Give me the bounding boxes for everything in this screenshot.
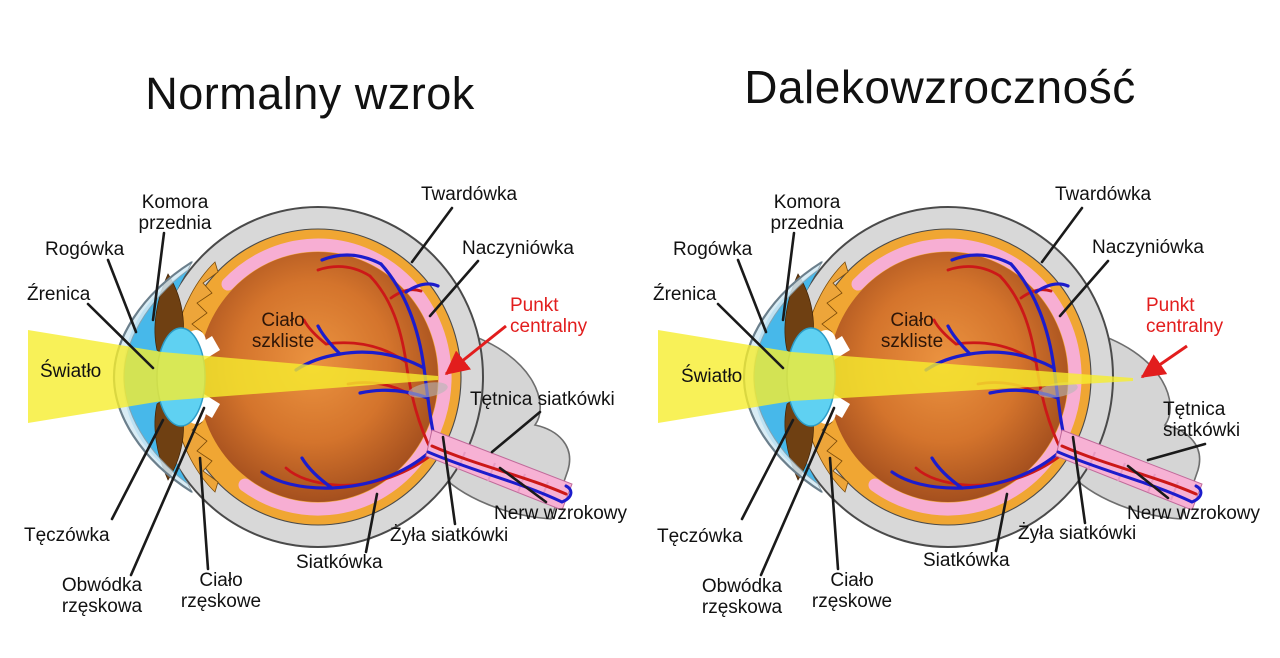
label-zrenica: Źrenica bbox=[653, 284, 717, 305]
label-tetnica-siatkowki: Tętnica siatkówki bbox=[1163, 399, 1241, 442]
label-cialo-rzeskowe: Ciało rzęskowe bbox=[180, 570, 262, 613]
light-beam-left bbox=[28, 330, 438, 423]
label-cialo-szkliste: Ciało szkliste bbox=[251, 310, 315, 353]
label-punkt-centralny: Punkt centralny bbox=[510, 295, 588, 338]
label-cialo-rzeskowe: Ciało rzęskowe bbox=[811, 570, 893, 613]
label-komora-przednia: Komora przednia bbox=[770, 192, 844, 235]
label-naczyniowka: Naczyniówka bbox=[1092, 237, 1204, 258]
title-normal-vision: Normalny wzrok bbox=[145, 68, 475, 119]
label-obwodka-rzeskowa: Obwódka rzęskowa bbox=[701, 576, 783, 619]
label-komora-przednia: Komora przednia bbox=[138, 192, 212, 235]
label-twardowka: Twardówka bbox=[421, 184, 518, 205]
label-nerw-wzrokowy: Nerw wzrokowy bbox=[494, 503, 628, 524]
label-siatkowka: Siatkówka bbox=[923, 550, 1010, 571]
focal-point-arrow-left bbox=[444, 324, 507, 376]
label-swiatlo: Światło bbox=[681, 366, 743, 387]
label-twardowka: Twardówka bbox=[1055, 184, 1152, 205]
leader-lines-left bbox=[86, 206, 548, 577]
label-teczowka: Tęczówka bbox=[657, 526, 743, 547]
label-rogowka: Rogówka bbox=[45, 239, 125, 260]
label-teczowka: Tęczówka bbox=[24, 525, 110, 546]
label-obwodka-rzeskowa: Obwódka rzęskowa bbox=[61, 575, 143, 618]
panel-hyperopia-drawing bbox=[658, 206, 1207, 577]
label-cialo-szkliste: Ciało szkliste bbox=[880, 310, 944, 353]
light-beam-right bbox=[658, 330, 1133, 423]
leader-lines-right bbox=[716, 206, 1207, 577]
label-zrenica: Źrenica bbox=[27, 284, 91, 305]
label-punkt-centralny: Punkt centralny bbox=[1146, 295, 1224, 338]
label-siatkowka: Siatkówka bbox=[296, 552, 383, 573]
label-naczyniowka: Naczyniówka bbox=[462, 238, 574, 259]
label-zyla-siatkowki: Żyła siatkówki bbox=[1018, 523, 1137, 544]
label-tetnica-siatkowki: Tętnica siatkówki bbox=[470, 389, 615, 410]
focal-point-arrow-right bbox=[1140, 344, 1188, 379]
title-hyperopia: Dalekowzroczność bbox=[744, 61, 1136, 113]
panel-normal-vision-drawing bbox=[28, 206, 572, 577]
label-swiatlo: Światło bbox=[40, 361, 102, 382]
label-rogowka: Rogówka bbox=[673, 239, 753, 260]
label-zyla-siatkowki: Żyła siatkówki bbox=[390, 525, 509, 546]
label-nerw-wzrokowy: Nerw wzrokowy bbox=[1127, 503, 1261, 524]
